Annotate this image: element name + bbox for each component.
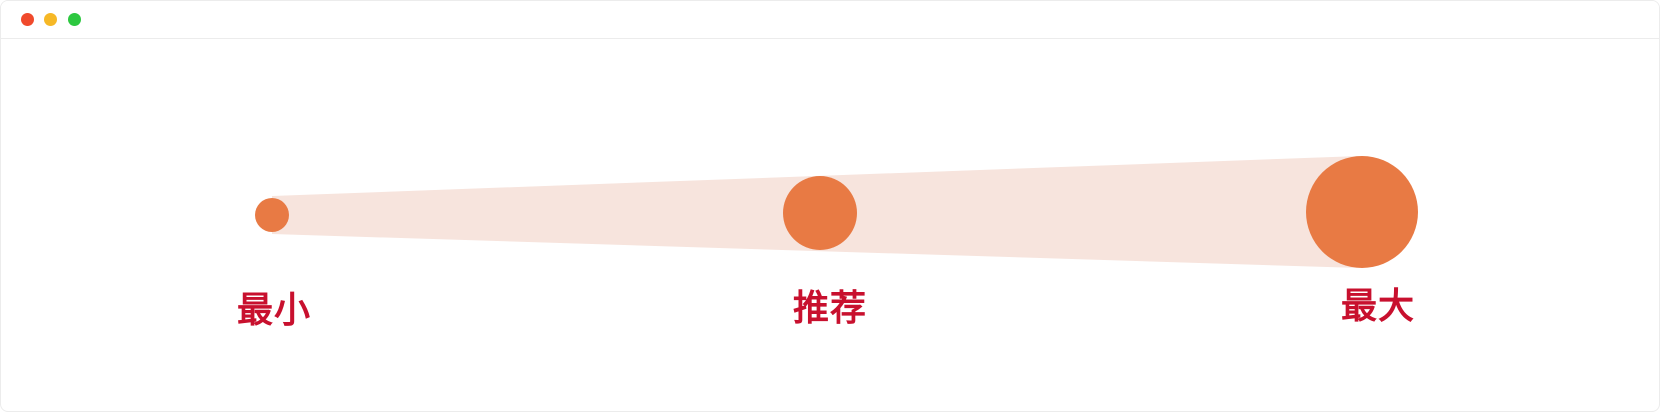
title-bar — [1, 1, 1659, 39]
circle-min — [255, 198, 289, 232]
close-button[interactable] — [21, 13, 34, 26]
circle-recommended — [783, 176, 857, 250]
circle-max — [1306, 156, 1418, 268]
minimize-button[interactable] — [44, 13, 57, 26]
label-min: 最小 — [237, 290, 311, 331]
label-max: 最大 — [1341, 286, 1415, 327]
zoom-button[interactable] — [68, 13, 81, 26]
label-recommended: 推荐 — [793, 288, 867, 329]
